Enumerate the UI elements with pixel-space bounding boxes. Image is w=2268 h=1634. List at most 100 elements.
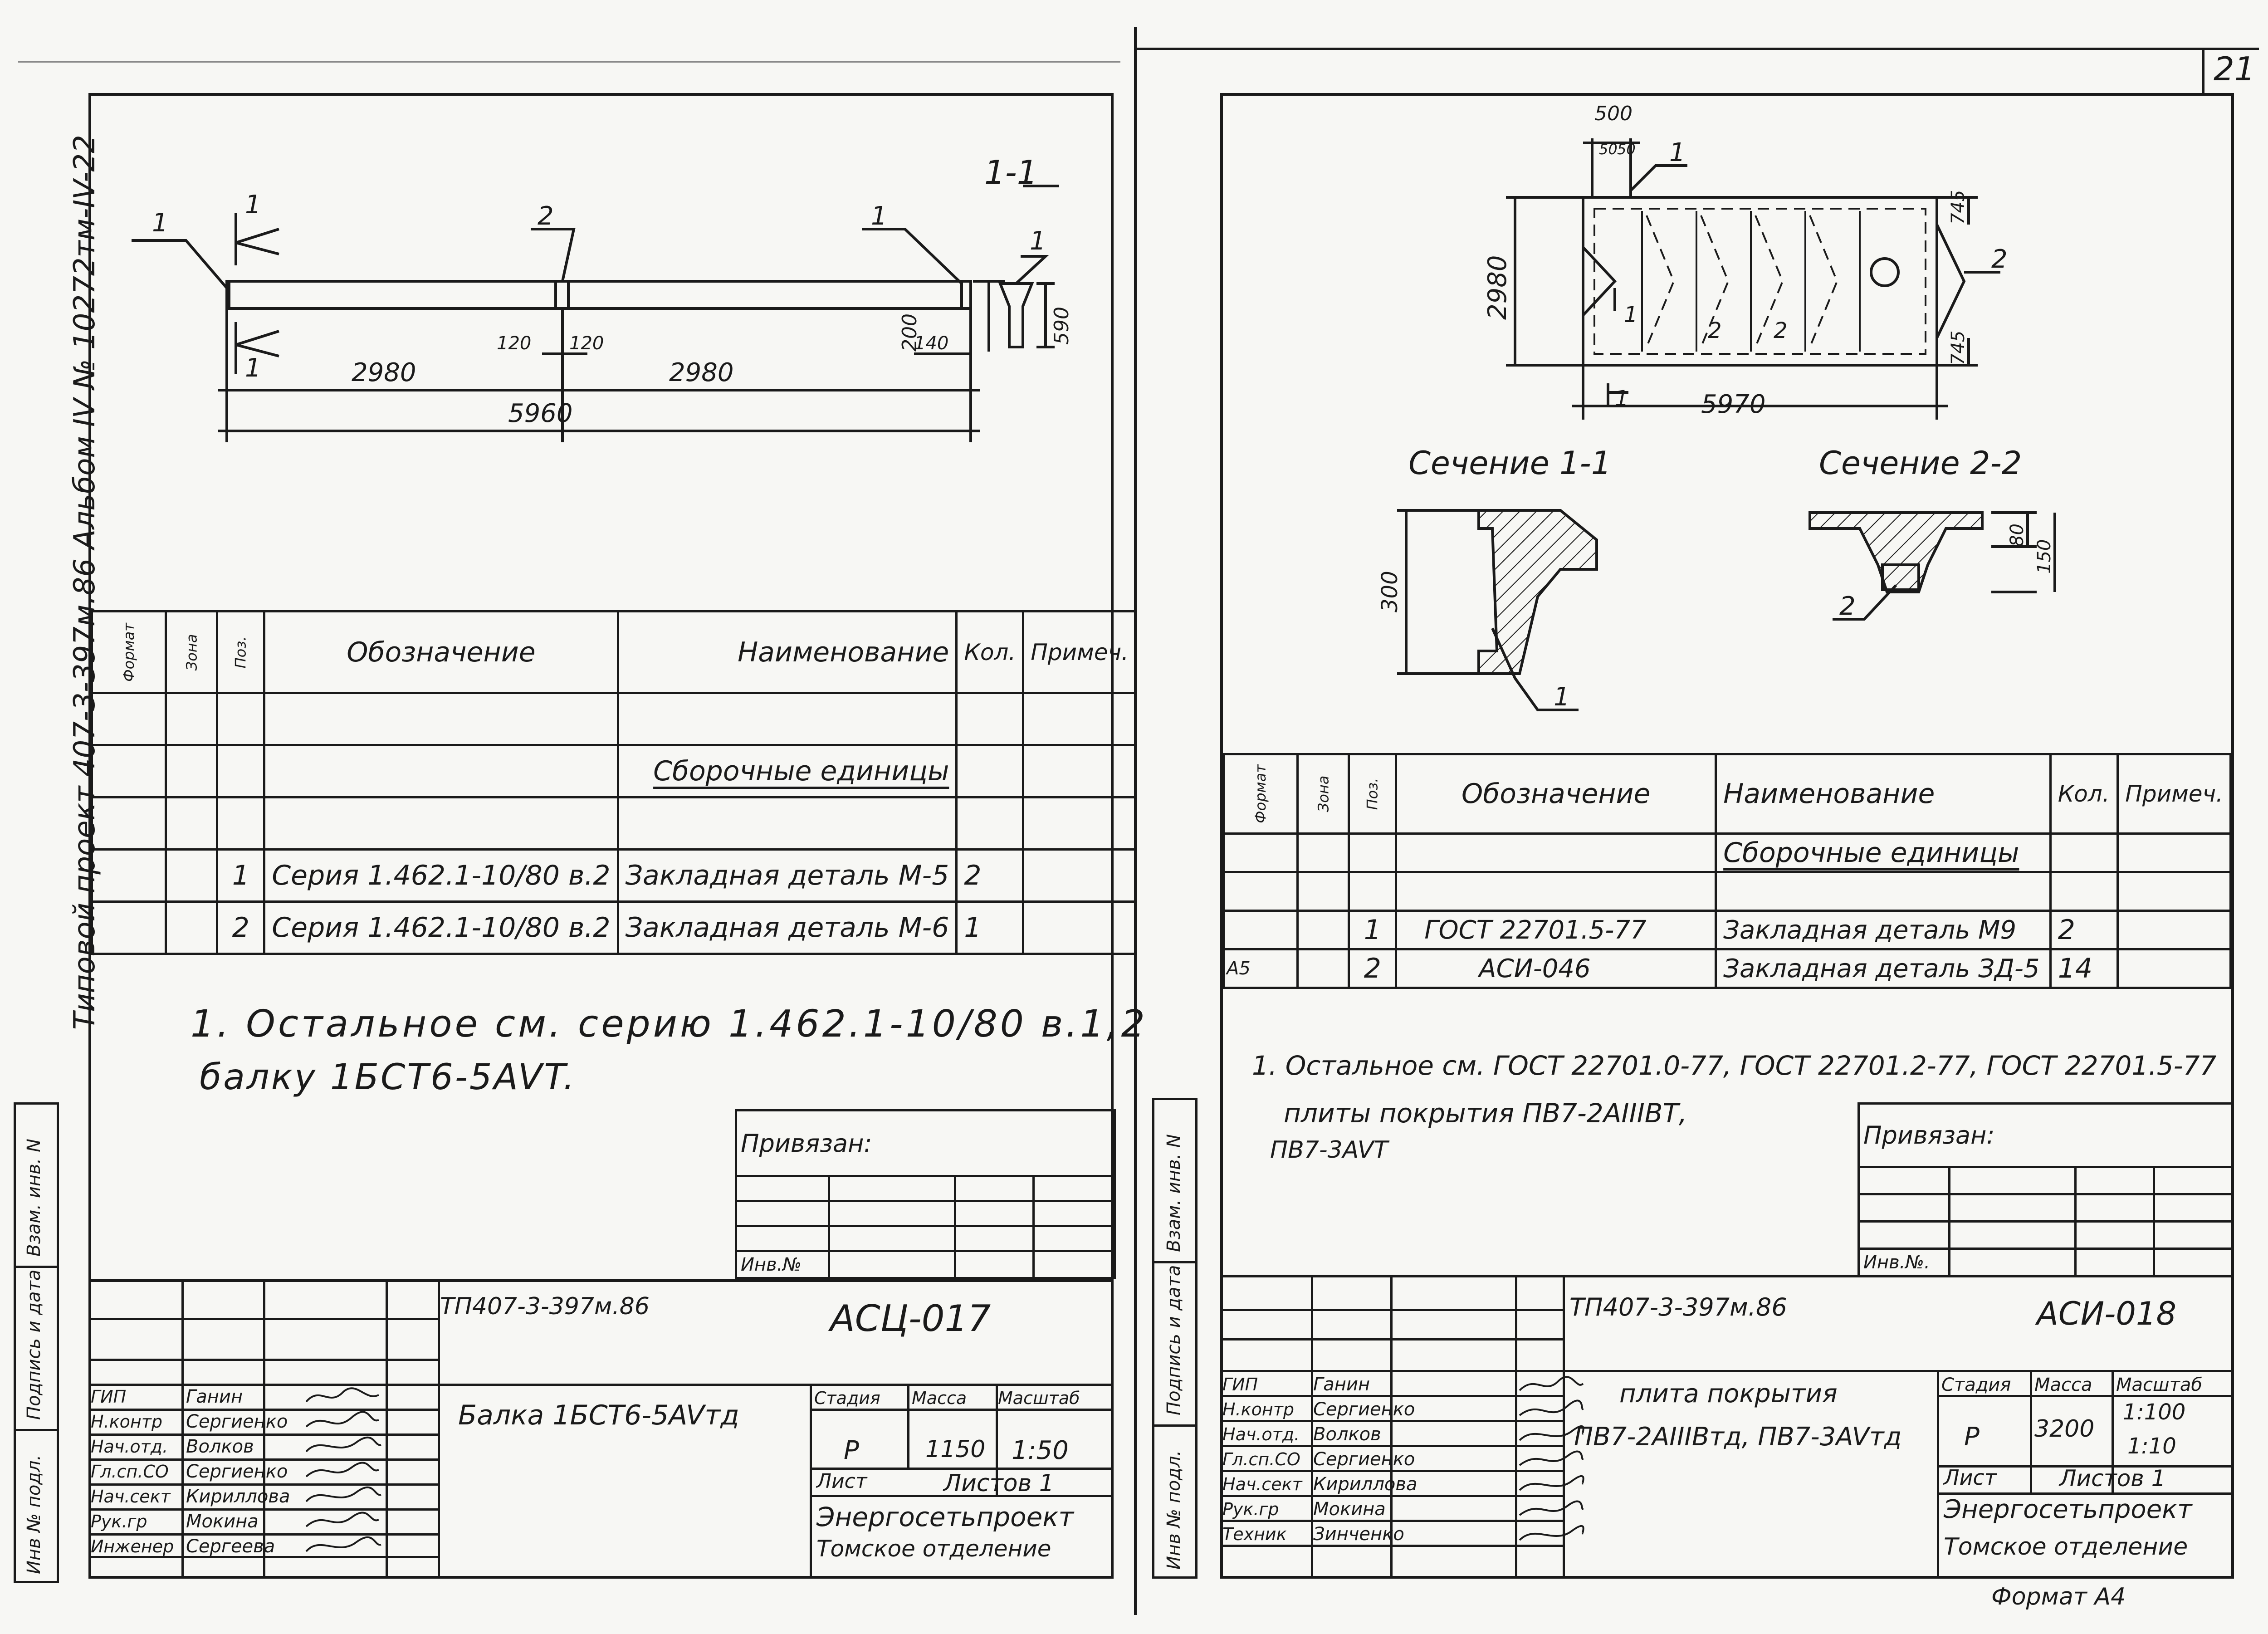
left-org-line2: Томское отделение (816, 1536, 1051, 1562)
right-row1-name: Закладная деталь М9 (1715, 910, 2052, 950)
right-row2-designation: АСИ-046 (1395, 948, 1717, 989)
right-callout-2a: 2 (1991, 245, 2008, 274)
right-org-line2: Томское отделение (1944, 1533, 2188, 1561)
right-privyazan-box: Привязан: Инв.№. (1857, 1102, 2234, 1277)
left-row2-designation: Серия 1.462.1-10/80 в.2 (263, 900, 619, 955)
left-privyazan-label: Привязан: (735, 1109, 1116, 1177)
center-divider (1134, 27, 1137, 1615)
left-callout-1d: 1 (245, 353, 261, 383)
right-title-line1: плита покрытия (1619, 1379, 1838, 1409)
right-header-qty: Кол. (2049, 753, 2119, 835)
right-dim-2980: 2980 (1483, 255, 1512, 320)
left-stage-label: Стадия (814, 1388, 880, 1408)
left-row1-designation: Серия 1.462.1-10/80 в.2 (263, 848, 619, 903)
right-scale1: 1:100 (2123, 1399, 2186, 1425)
right-privyazan-label: Привязан: (1857, 1102, 2234, 1168)
right-dim-80: 80 (2007, 523, 2028, 547)
left-privyazan-box: Привязан: Инв.№ (735, 1109, 1116, 1279)
left-signature-roles: ГИП Н.контр Нач.отд. Гл.сп.СО Нач.сект Р… (91, 1387, 174, 1556)
left-project-code: ТП407-3-397м.86 (440, 1293, 650, 1320)
left-beam-drawing: 1-1 1 1 2 1 1 1 2980 2980 5960 120 120 1… (132, 153, 1073, 442)
left-header-zone: Зона (164, 610, 219, 694)
left-dim-120a: 120 (497, 333, 531, 354)
left-section-label: 1-1 (984, 153, 1038, 191)
left-signatures (305, 1387, 381, 1552)
left-note-line1: 1. Остальное см. серию 1.462.1-10/80 в.1… (191, 1003, 1148, 1046)
left-header-qty: Кол. (955, 610, 1025, 694)
left-dim-120b: 120 (569, 333, 604, 354)
right-mass-label: Масса (2034, 1375, 2092, 1395)
right-signatures (1519, 1376, 1584, 1541)
right-header-pos: Поз. (1348, 753, 1398, 835)
right-signature-names: Ганин Сергиенко Волков Сергиенко Кирилло… (1313, 1374, 1418, 1545)
left-spec-table: Формат Зона Поз. Обозначение Наименовани… (91, 610, 1138, 955)
right-callout-2d: 2 (1839, 592, 1856, 621)
right-mass: 3200 (2034, 1415, 2095, 1443)
left-doc-code: АСЦ-017 (830, 1297, 991, 1340)
table-row: А5 2 АСИ-046 Закладная деталь ЗД-5 14 (1222, 948, 2232, 989)
right-dim-150: 150 (2034, 539, 2055, 574)
left-title-block (88, 1279, 1114, 1579)
left-header-designation: Обозначение (263, 610, 619, 694)
right-callout-2b: 2 (1708, 318, 1722, 343)
right-side-label-inv-podl: Инв № подл. (1163, 1450, 1184, 1570)
left-dim-140: 140 (914, 333, 948, 354)
right-stage-label: Стадия (1941, 1375, 2011, 1395)
format-label: Формат А4 (1991, 1583, 2126, 1610)
right-header-designation: Обозначение (1395, 753, 1717, 835)
left-org-line1: Энергосетьпроект (816, 1502, 1074, 1532)
right-callout-2c: 2 (1774, 318, 1788, 343)
right-title-line2: ПВ7-2AIIIВтд, ПВ7-3AVтд (1574, 1422, 1902, 1452)
right-row2-name: Закладная деталь ЗД-5 (1715, 948, 2052, 989)
right-row1-designation: ГОСТ 22701.5-77 (1395, 910, 1717, 950)
left-callout-1a: 1 (152, 208, 168, 238)
left-callout-1c: 1 (871, 201, 887, 231)
right-dim-745b: 745 (1948, 331, 1969, 365)
right-row2-pos: 2 (1348, 948, 1398, 989)
right-org-line1: Энергосетьпроект (1944, 1495, 2192, 1524)
left-note-line2: балку 1БСТ6-5AVT. (200, 1057, 577, 1098)
right-row2-format: А5 (1222, 948, 1299, 989)
right-scale2: 1:10 (2127, 1433, 2176, 1459)
right-callout-1c: 1 (1615, 386, 1629, 411)
right-callout-1b: 1 (1624, 302, 1638, 328)
side-label-vzam-inv: Взам. инв. N (24, 1139, 44, 1257)
table-row: 2 Серия 1.462.1-10/80 в.2 Закладная дета… (91, 900, 1138, 955)
left-header-name: Наименование (616, 610, 958, 694)
right-note-line2: плиты покрытия ПВ7-2AIIIВТ, (1284, 1098, 1687, 1129)
left-scale: 1:50 (1012, 1436, 1069, 1465)
left-header-note: Примеч. (1022, 610, 1138, 694)
right-stage: Р (1964, 1422, 1980, 1452)
left-signature-names: Ганин Сергиенко Волков Сергиенко Кирилло… (186, 1386, 290, 1557)
right-callout-1a: 1 (1669, 138, 1686, 167)
side-label-box (14, 1102, 59, 1583)
right-dim-500: 500 (1594, 102, 1633, 125)
right-sheet-label: Лист (1944, 1465, 1997, 1490)
right-side-label-signature-date: Подпись и дата (1163, 1265, 1184, 1415)
right-project-code: ТП407-3-397м.86 (1569, 1293, 1787, 1321)
right-note-line1: 1. Остальное см. ГОСТ 22701.0-77, ГОСТ 2… (1252, 1050, 2217, 1081)
side-label-inv-podl: Инв № подл. (24, 1454, 44, 1574)
right-header-note: Примеч. (2116, 753, 2232, 835)
right-dim-5970: 5970 (1701, 390, 1766, 419)
right-dim-50b: 50 (1617, 141, 1636, 158)
left-dim-5960: 5960 (508, 399, 573, 428)
right-sheets-label: Листов 1 (2059, 1465, 2166, 1492)
right-slab-drawing: 500 50 50 745 745 2980 5970 1 2 1 2 2 1 … (1377, 102, 2056, 712)
left-mass-label: Масса (912, 1388, 967, 1408)
left-mass: 1150 (925, 1436, 986, 1463)
left-header-format: Формат (91, 610, 167, 694)
right-side-label-box (1152, 1098, 1198, 1579)
left-scale-label: Масштаб (998, 1388, 1080, 1408)
left-sheet-label: Лист (816, 1470, 867, 1493)
right-callout-1d: 1 (1554, 682, 1570, 712)
left-row2-qty: 1 (955, 900, 1025, 955)
table-row: 1 ГОСТ 22701.5-77 Закладная деталь М9 2 (1222, 910, 2232, 950)
right-row1-qty: 2 (2049, 910, 2119, 950)
left-header-pos: Поз. (216, 610, 266, 694)
right-header-format: Формат (1222, 753, 1299, 835)
left-row1-qty: 2 (955, 848, 1025, 903)
right-inv-no: Инв.№. (1857, 1248, 1950, 1277)
right-dim-300: 300 (1377, 571, 1403, 612)
left-row1-pos: 1 (216, 848, 266, 903)
